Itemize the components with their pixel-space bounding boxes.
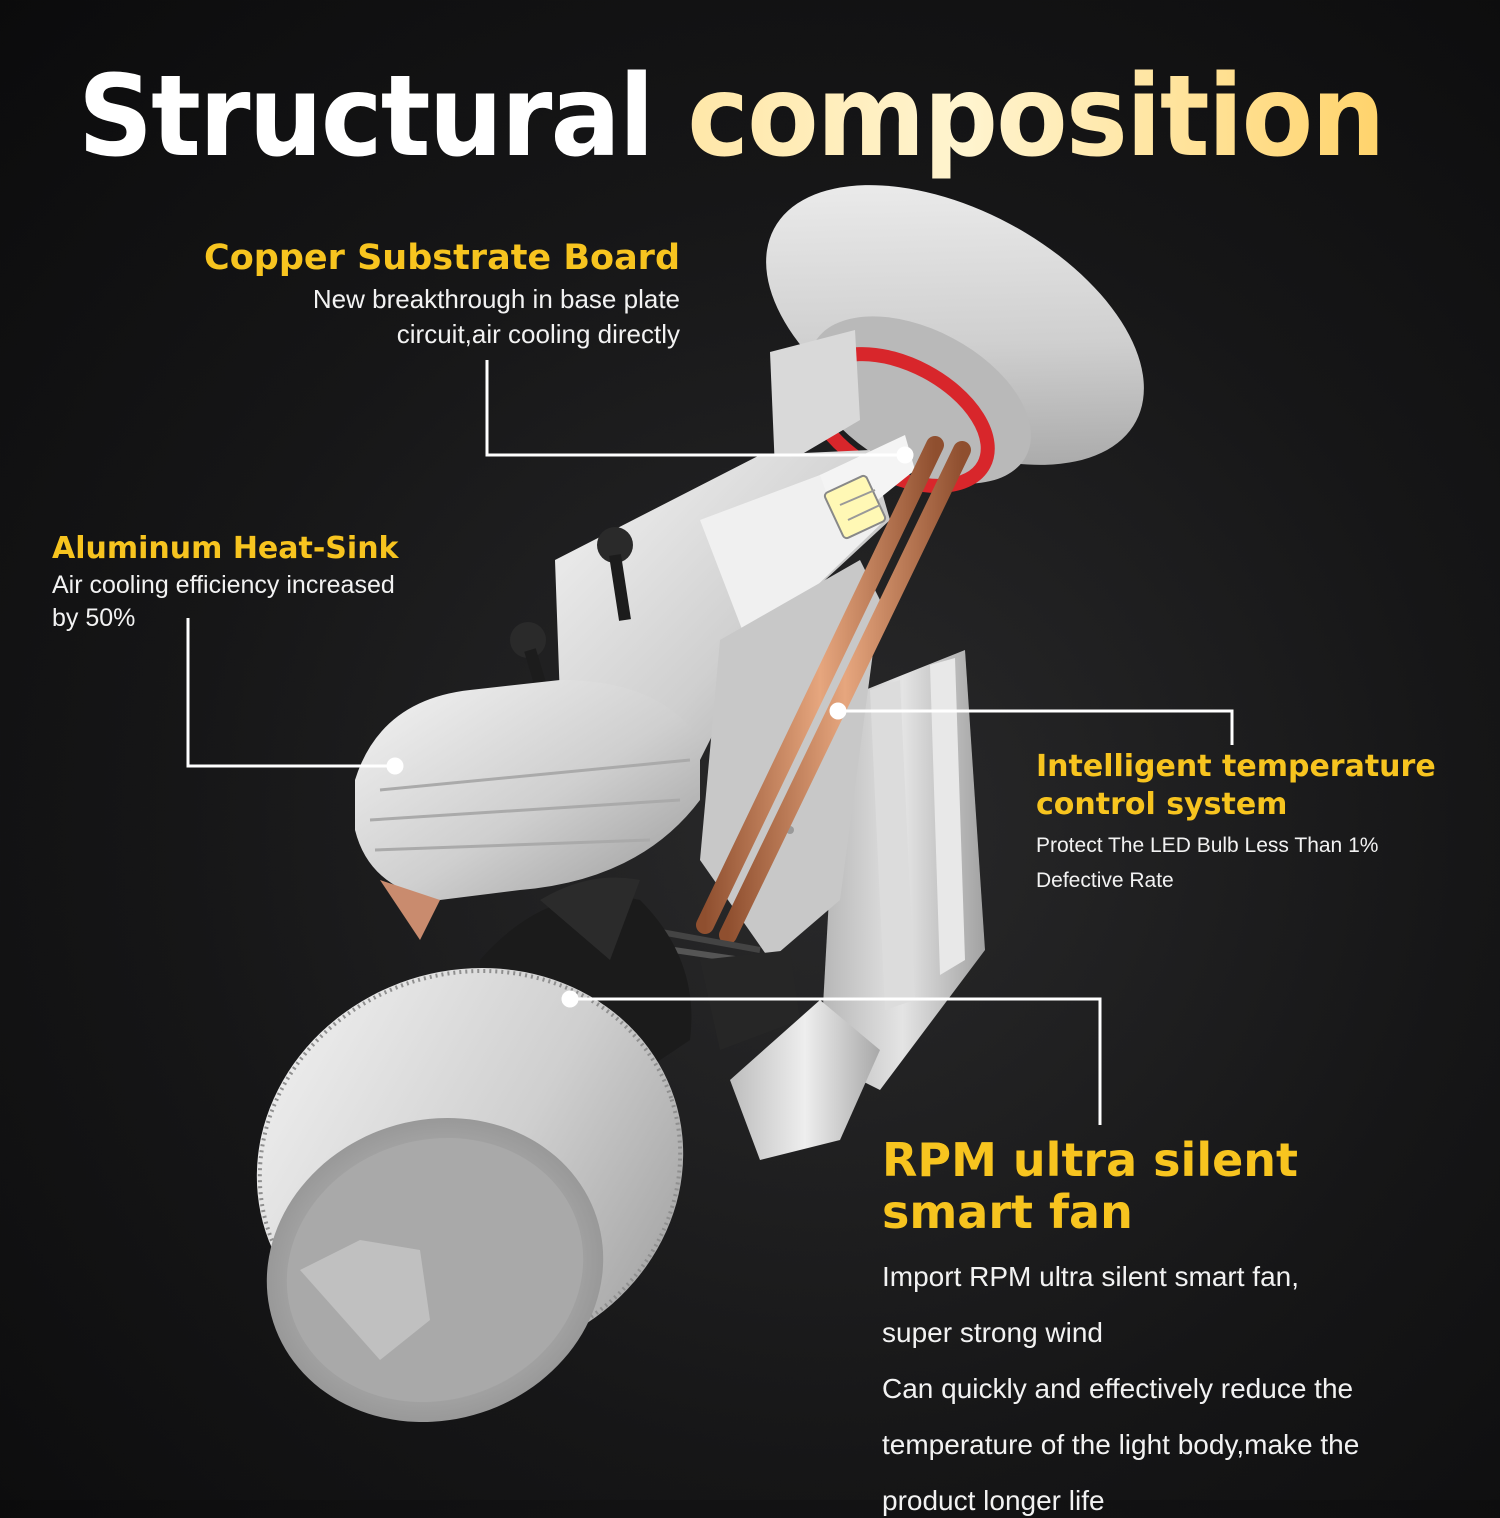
callout-description-line: product longer life <box>882 1485 1105 1516</box>
callout-heading-line: smart fan <box>882 1185 1133 1239</box>
callout-description-line: Defective Rate <box>1036 869 1174 892</box>
callout-temperature-control: Intelligent temperature control system P… <box>1036 748 1436 894</box>
callout-description-line: temperature of the light body,make the <box>882 1429 1360 1460</box>
callout-aluminum-heat-sink: Aluminum Heat-Sink Air cooling efficienc… <box>52 530 399 634</box>
fan-cover-ring <box>256 968 684 1423</box>
callout-smart-fan: RPM ultra silent smart fan Import RPM ul… <box>882 1134 1359 1518</box>
copper-substrate-board <box>820 435 915 540</box>
screws <box>510 527 633 958</box>
callout-heading: Aluminum Heat-Sink <box>52 531 399 566</box>
callout-description-line: circuit,air cooling directly <box>396 319 680 349</box>
flange-base <box>766 185 1144 493</box>
heat-sink-fins-right <box>820 650 985 1090</box>
callout-description-line: Protect The LED Bulb Less Than 1% <box>1036 834 1379 857</box>
callout-description-line: Can quickly and effectively reduce the <box>882 1373 1354 1404</box>
heat-sink-fin-ring <box>355 680 700 940</box>
page-title: Structural composition <box>78 52 1385 182</box>
title-part-gold: composition <box>687 52 1385 182</box>
callout-description-line: Import RPM ultra silent smart fan, <box>882 1261 1300 1292</box>
callout-copper-substrate-board: Copper Substrate Board New breakthrough … <box>204 236 680 350</box>
callout-heading-line: Intelligent temperature <box>1036 749 1436 784</box>
callout-heading-line: control system <box>1036 787 1288 822</box>
callout-description-line: Air cooling efficiency increased <box>52 571 395 599</box>
callout-description-line: New breakthrough in base plate <box>312 284 680 314</box>
leader-lines <box>186 360 1234 1125</box>
callout-heading: Copper Substrate Board <box>204 238 680 278</box>
callout-description-line: super strong wind <box>882 1317 1104 1348</box>
callout-description-line: by 50% <box>52 604 136 632</box>
callout-heading-line: RPM ultra silent <box>882 1133 1299 1187</box>
title-part-white: Structural <box>78 52 655 182</box>
